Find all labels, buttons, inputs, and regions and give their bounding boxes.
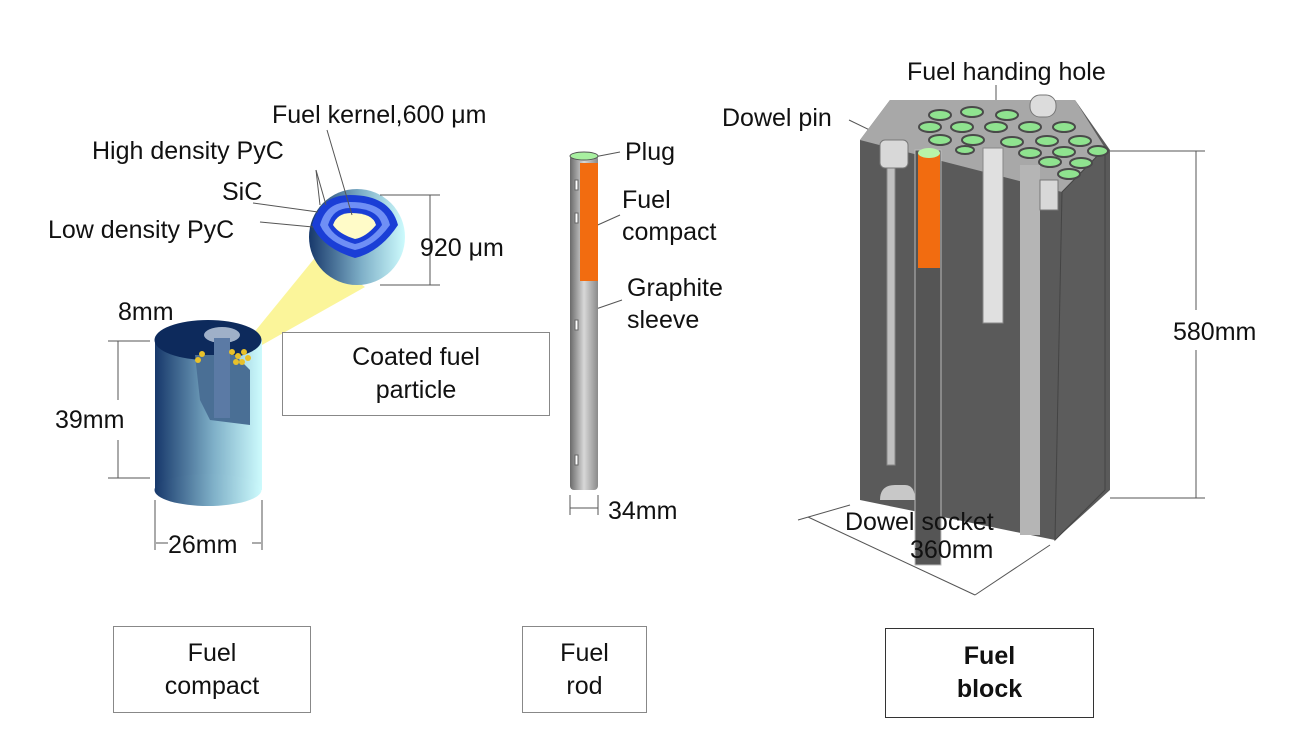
graphite-sleeve-label-2: sleeve (627, 306, 700, 334)
compact-height-label: 39mm (55, 406, 125, 434)
particle-diameter-label: 920 μm (420, 234, 504, 262)
dowel-socket-label: Dowel socket (845, 508, 994, 536)
rod-width-label: 34mm (608, 497, 678, 525)
fuel-rod-caption-1: Fuel (560, 638, 609, 667)
rod-fuel-compact-label-1: Fuel (622, 186, 671, 214)
fuel-block-illustration (860, 94, 1110, 566)
coated-particle-illustration (309, 189, 405, 285)
fuel-compact-caption: Fuel compact (113, 626, 311, 713)
fuel-compact-caption-2: compact (164, 671, 260, 700)
fuel-block-caption-1: Fuel (963, 642, 1016, 670)
coated-particle-line2: particle (375, 376, 457, 404)
sic-label: SiC (222, 178, 263, 206)
fuel-rod-illustration (569, 151, 599, 490)
fuel-kernel-label: Fuel kernel,600 μm (272, 101, 487, 129)
fuel-handling-hole-label: Fuel handing hole (907, 58, 1106, 86)
fuel-block-caption: Fuel block (885, 628, 1094, 718)
fuel-block-caption-2: block (956, 675, 1023, 703)
high-density-pyc-label: High density PyC (92, 137, 284, 165)
hole-diameter-label: 8mm (118, 298, 174, 326)
coated-particle-line1: Coated fuel (352, 343, 480, 371)
block-width-label: 360mm (910, 536, 994, 564)
coated-fuel-particle-box: Coated fuel particle (282, 332, 550, 416)
plug-label: Plug (625, 138, 676, 166)
low-density-pyc-label: Low density PyC (48, 216, 235, 244)
block-height-label: 580mm (1173, 318, 1257, 346)
graphite-sleeve-label-1: Graphite (627, 274, 723, 302)
fuel-rod-caption: Fuel rod (522, 626, 647, 713)
dowel-pin-label: Dowel pin (722, 104, 832, 132)
rod-fuel-compact-label-2: compact (622, 218, 717, 246)
fuel-compact-illustration (154, 320, 262, 506)
compact-width-label: 26mm (168, 531, 238, 559)
fuel-rod-caption-2: rod (566, 671, 603, 700)
fuel-compact-caption-1: Fuel (187, 638, 237, 667)
